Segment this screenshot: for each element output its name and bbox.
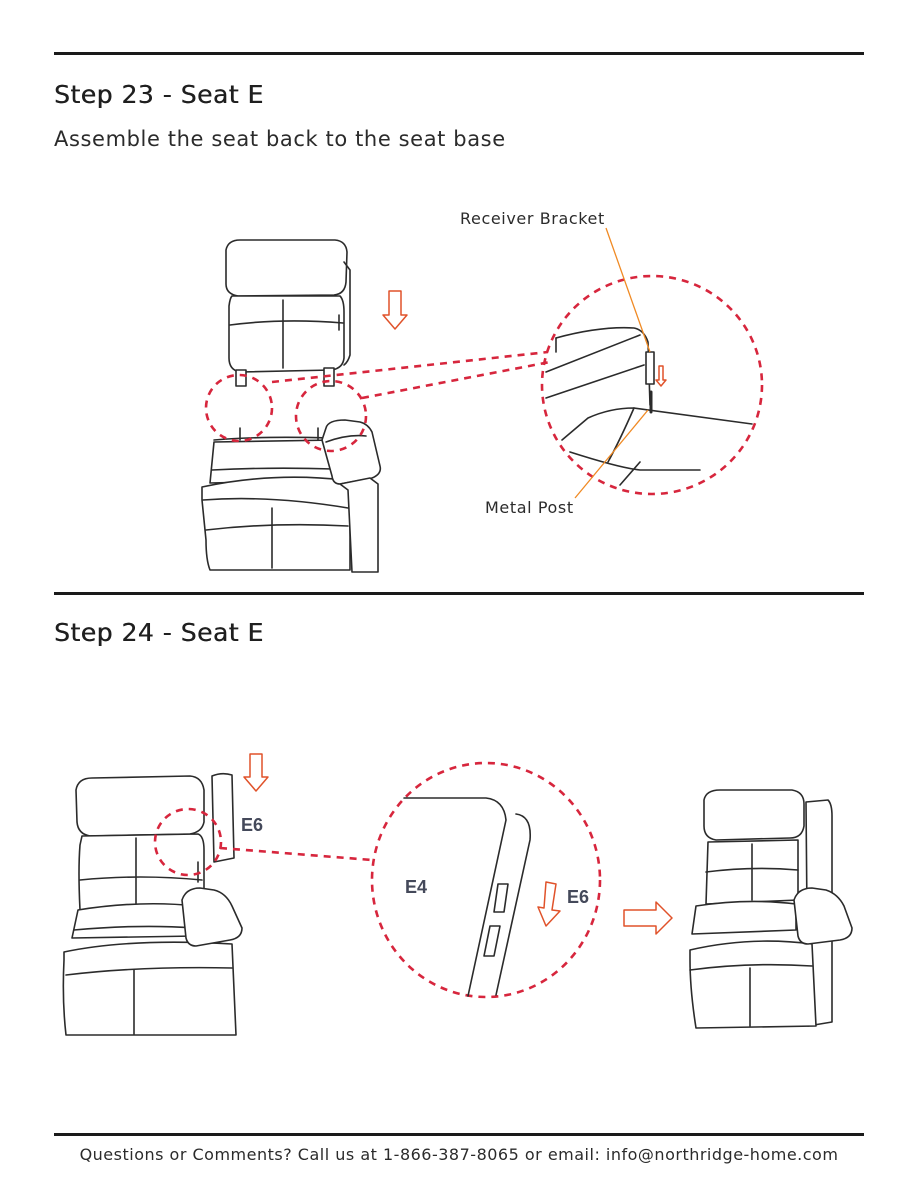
metal-post-label: Metal Post xyxy=(485,498,574,517)
part-e6-label: E6 xyxy=(241,815,264,835)
seat-base-illustration xyxy=(201,419,382,573)
detail-magnifier-step23 xyxy=(540,274,764,496)
footer-contact: Questions or Comments? Call us at 1-866-… xyxy=(79,1145,839,1164)
e6-down-arrow-icon xyxy=(243,753,269,792)
step-24-title: Step 24 - Seat E xyxy=(54,618,264,647)
completed-recliner-illustration xyxy=(689,789,853,1029)
detail-circle-left xyxy=(204,373,274,443)
part-e6-detail-label: E6 xyxy=(567,887,590,907)
receiver-bracket-leader xyxy=(605,227,651,353)
down-arrow-icon xyxy=(382,290,408,330)
detail-circle-step24 xyxy=(153,807,223,877)
step-23-instruction: Assemble the seat back to the seat base xyxy=(54,127,506,151)
detail-bracket-closeup xyxy=(545,326,753,486)
top-rule xyxy=(54,52,864,55)
seat-back-illustration xyxy=(225,239,351,387)
detail-circle-right xyxy=(294,379,368,453)
part-e4-label: E4 xyxy=(405,877,428,897)
bottom-rule xyxy=(54,1133,864,1136)
detail-e4-e6-closeup xyxy=(403,797,532,997)
detail-magnifier-step24 xyxy=(370,761,602,999)
middle-rule xyxy=(54,592,864,595)
step-23-title: Step 23 - Seat E xyxy=(54,80,264,109)
recliner-with-e6-illustration xyxy=(62,772,243,1036)
detail-down-arrow-icon xyxy=(655,365,667,387)
metal-post-leader xyxy=(574,409,649,499)
receiver-bracket-label: Receiver Bracket xyxy=(460,209,605,228)
next-step-arrow-icon xyxy=(623,901,673,935)
detail-e6-arrow-icon xyxy=(537,881,561,927)
